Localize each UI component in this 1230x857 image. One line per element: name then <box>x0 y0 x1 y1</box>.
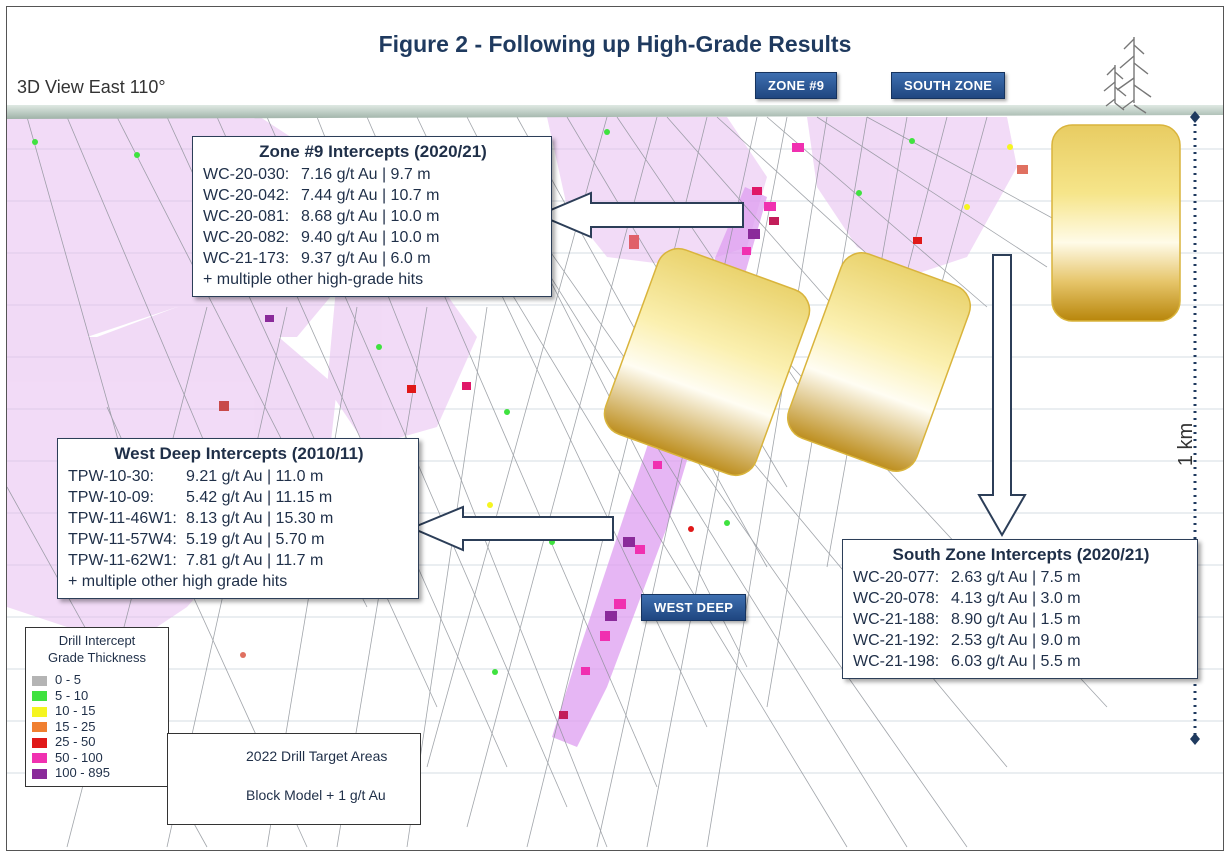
west-deep-intercepts-box: West Deep Intercepts (2010/11) TPW-10-30… <box>57 438 419 599</box>
zone9-box-note: + multiple other high-grade hits <box>203 271 424 288</box>
target-legend: 2022 Drill Target Areas Block Model + 1 … <box>167 733 421 825</box>
list-item: WC-20-078:4.13 g/t Au | 3.0 m <box>853 590 1081 607</box>
list-item: WC-21-192:2.53 g/t Au | 9.0 m <box>853 632 1081 649</box>
legend-swatch <box>32 722 47 733</box>
list-item: WC-21-188:8.90 g/t Au | 1.5 m <box>853 611 1081 628</box>
list-item: TPW-10-30:9.21 g/t Au | 11.0 m <box>68 468 324 485</box>
west-deep-label: WEST DEEP <box>641 594 747 621</box>
legend-swatch <box>32 737 47 748</box>
legend-item: 5 - 10 <box>32 688 162 704</box>
ground-surface <box>7 105 1223 119</box>
legend-title-line1: Drill Intercept <box>58 633 136 648</box>
south-zone-intercepts-box: South Zone Intercepts (2020/21) WC-20-07… <box>842 539 1198 679</box>
list-item: WC-20-042:7.44 g/t Au | 10.7 m <box>203 187 440 204</box>
drill-targets-legend-label: 2022 Drill Target Areas <box>246 748 388 764</box>
view-label: 3D View East 110° <box>17 77 166 97</box>
legend-title-line2: Grade Thickness <box>47 650 147 665</box>
legend-swatch <box>32 691 47 702</box>
drill-target-areas <box>603 124 1181 477</box>
zone9-intercepts-box: Zone #9 Intercepts (2020/21) WC-20-030:7… <box>192 136 552 297</box>
figure-frame: Figure 2 - Following up High-Grade Resul… <box>6 6 1224 851</box>
block-model-legend-label: Block Model + 1 g/t Au <box>246 787 386 803</box>
list-item: WC-21-198:6.03 g/t Au | 5.5 m <box>853 653 1081 670</box>
list-item: WC-21-173:9.37 g/t Au | 6.0 m <box>203 250 431 267</box>
list-item: TPW-11-62W1:7.81 g/t Au | 11.7 m <box>68 552 324 569</box>
figure-title: Figure 2 - Following up High-Grade Resul… <box>378 31 852 57</box>
list-item: WC-20-077:2.63 g/t Au | 7.5 m <box>853 569 1081 586</box>
legend-swatch <box>32 753 47 764</box>
legend-item: 100 - 895 <box>32 765 162 781</box>
south-zone-label: SOUTH ZONE <box>891 72 1006 99</box>
west-box-note: + multiple other high grade hits <box>68 573 288 590</box>
arrow-to-south-zone-box <box>977 254 1027 538</box>
legend-item: 25 - 50 <box>32 734 162 750</box>
list-item: TPW-11-46W1:8.13 g/t Au | 15.30 m <box>68 510 334 527</box>
legend-item: 50 - 100 <box>32 750 162 766</box>
tree-icon <box>1103 37 1152 114</box>
list-item: WC-20-030:7.16 g/t Au | 9.7 m <box>203 166 431 183</box>
legend-item: 0 - 5 <box>32 672 162 688</box>
zone9-box-header: Zone #9 Intercepts (2020/21) <box>259 142 487 161</box>
scale-bar-label: 1 km <box>1175 422 1198 467</box>
arrow-to-west-deep-box <box>409 505 614 552</box>
list-item: TPW-11-57W4:5.19 g/t Au | 5.70 m <box>68 531 325 548</box>
legend-item: 15 - 25 <box>32 719 162 735</box>
arrow-to-zone9-box <box>536 191 744 239</box>
list-item: WC-20-081:8.68 g/t Au | 10.0 m <box>203 208 440 225</box>
grade-thickness-legend: Drill Intercept Grade Thickness 0 - 5 5 … <box>25 627 169 787</box>
legend-swatch <box>32 675 47 686</box>
list-item: TPW-10-09:5.42 g/t Au | 11.15 m <box>68 489 333 506</box>
legend-swatch <box>32 768 47 779</box>
south-box-header: South Zone Intercepts (2020/21) <box>892 545 1150 564</box>
legend-item: 10 - 15 <box>32 703 162 719</box>
list-item: WC-20-082:9.40 g/t Au | 10.0 m <box>203 229 440 246</box>
west-box-header: West Deep Intercepts (2010/11) <box>114 444 364 463</box>
legend-swatch <box>32 706 47 717</box>
section-view <box>7 37 1223 848</box>
intercept-markers <box>32 129 1028 719</box>
zone9-label: ZONE #9 <box>755 72 838 99</box>
